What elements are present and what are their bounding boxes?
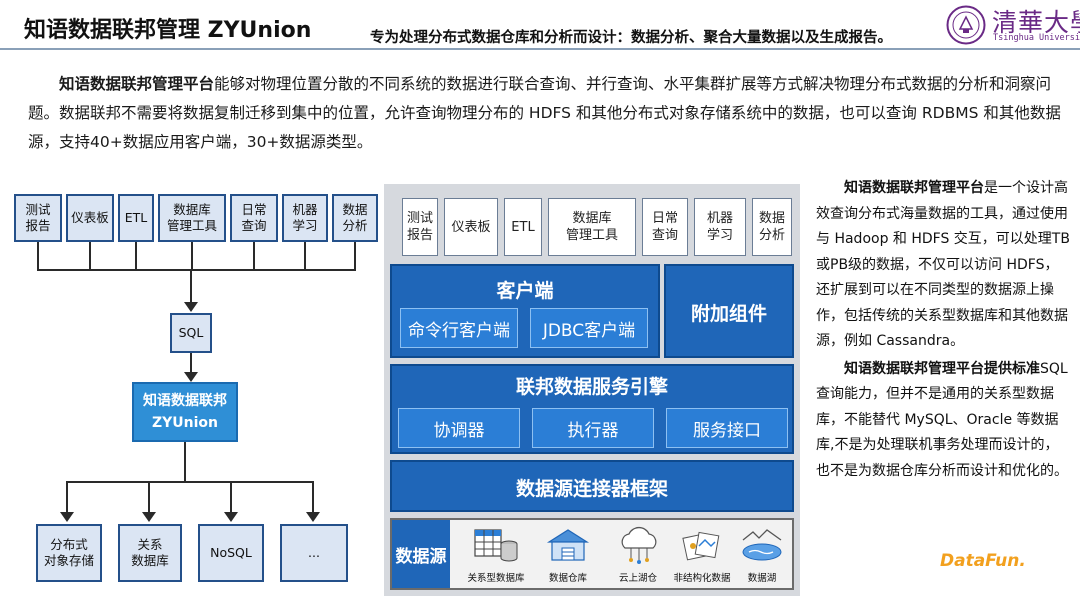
d1-box-dashboard: 仪表板 [66, 194, 114, 242]
logo-name-cn: 清華大學 [992, 8, 1080, 37]
intro-bold: 知语数据联邦管理平台 [59, 75, 215, 93]
d2-client-label: 客户端 [496, 280, 554, 302]
d2-datasource-label: 数据源 [392, 520, 450, 588]
d1-arrow-down-icon [184, 372, 198, 382]
d1-connector [37, 242, 39, 270]
d1-connector [89, 242, 91, 270]
d1-box-test-report: 测试 报告 [14, 194, 62, 242]
header-divider [0, 48, 1080, 50]
d1-bus-bottom [66, 481, 314, 483]
side-paragraph-2: 知语数据联邦管理平台提供标准SQL查询能力，但并不是通用的关系型数据库，不能替代… [816, 357, 1072, 485]
d1-connector [135, 242, 137, 270]
d2-coordinator: 协调器 [398, 408, 520, 448]
d1-connector [354, 242, 356, 270]
d1-connector [304, 242, 306, 270]
d2-box-etl: ETL [504, 198, 542, 256]
d1-connector [184, 442, 186, 482]
d2-box-test-report: 测试 报告 [402, 198, 438, 256]
d2-box-dashboard: 仪表板 [444, 198, 498, 256]
ds-name: 数据仓库 [548, 573, 587, 584]
intro-text: 能够对物理位置分散的不同系统的数据进行联合查询、并行查询、水平集群扩展等方式解决… [28, 75, 1061, 151]
d1-bus-top [37, 269, 356, 271]
d1-box-ml: 机器 学习 [282, 194, 328, 242]
d1-box-db-tools: 数据库 管理工具 [158, 194, 226, 242]
side-p1-text: 是一个设计高效查询分布式海量数据的工具，通过使用与 Hadoop 和 HDFS … [816, 180, 1070, 349]
ds-name: 云上湖仓 [618, 573, 657, 584]
page-title: 知语数据联邦管理 ZYUnion [24, 18, 312, 43]
d2-datasource-band: 数据源 关系型数据库 数据仓库 [390, 518, 794, 590]
architecture-diagram-left: 测试 报告 仪表板 ETL 数据库 管理工具 日常 查询 机器 学习 数据 分析… [0, 186, 380, 586]
data-lake-icon [742, 529, 782, 561]
d2-executor: 执行器 [532, 408, 654, 448]
d1-connector [148, 482, 150, 514]
logo-name-en: Tsinghua University [993, 33, 1080, 43]
d2-box-db-tools: 数据库 管理工具 [548, 198, 636, 256]
cloud-icon [621, 526, 657, 564]
d1-connector [190, 353, 192, 375]
d1-box-object-storage: 分布式 对象存储 [36, 524, 102, 582]
side-description: 知语数据联邦管理平台是一个设计高效查询分布式海量数据的工具，通过使用与 Hado… [816, 176, 1072, 484]
d1-box-sql: SQL [170, 313, 212, 353]
warehouse-icon [546, 529, 590, 561]
side-p2-text: SQL查询能力，但并不是通用的关系型数据库，不能替代 MySQL、Oracle … [816, 360, 1068, 479]
d1-arrow-down-icon [184, 302, 198, 312]
d1-box-etl: ETL [118, 194, 154, 242]
d2-addons-band: 附加组件 [664, 264, 794, 358]
ds-name: 非结构化数据 [673, 573, 731, 584]
datafun-watermark: DataFun. [940, 551, 1026, 571]
d2-service-api: 服务接口 [666, 408, 788, 448]
d1-arrow-down-icon [60, 512, 74, 522]
d1-connector [191, 242, 193, 270]
side-p1-bold: 知语数据联邦管理平台 [844, 180, 984, 196]
d1-arrow-down-icon [306, 512, 320, 522]
d1-core-line1: 知语数据联邦 [143, 393, 227, 409]
ds-data-warehouse: 数据仓库 [534, 524, 602, 586]
tsinghua-logo: 清華大學 Tsinghua University [946, 5, 1080, 47]
side-p2-bold: 知语数据联邦管理平台提供标准 [844, 360, 1040, 377]
d1-box-analysis: 数据 分析 [332, 194, 378, 242]
d2-box-ml: 机器 学习 [694, 198, 746, 256]
university-seal-icon [946, 5, 986, 45]
d1-connector [230, 482, 232, 514]
d2-connector-framework-label: 数据源连接器框架 [515, 478, 668, 500]
ds-data-lake: 数据湖 [728, 524, 796, 586]
intro-paragraph: 知语数据联邦管理平台能够对物理位置分散的不同系统的数据进行联合查询、并行查询、水… [28, 70, 1068, 157]
d2-addons-label: 附加组件 [690, 303, 767, 325]
d2-federation-engine-label: 联邦数据服务引擎 [515, 376, 668, 398]
d2-jdbc-client: JDBC客户端 [530, 308, 648, 348]
d1-connector [190, 270, 192, 310]
d1-connector [253, 242, 255, 270]
ds-unstructured: 非结构化数据 [668, 524, 736, 586]
table-database-icon [474, 529, 518, 562]
d1-box-more: ... [280, 524, 348, 582]
page-subtitle: 专为处理分布式数据仓库和分析而设计：数据分析、聚合大量数据以及生成报告。 [370, 30, 892, 46]
ds-name: 数据湖 [747, 573, 777, 584]
d2-box-daily-query: 日常 查询 [642, 198, 688, 256]
d1-core-line2: ZYUnion [151, 415, 218, 431]
d1-box-nosql: NoSQL [198, 524, 264, 582]
d1-core-zyunion: 知语数据联邦 ZYUnion [132, 382, 238, 442]
d1-arrow-down-icon [142, 512, 156, 522]
ds-relational-db: 关系型数据库 [462, 524, 530, 586]
ds-name: 关系型数据库 [467, 573, 525, 584]
d1-box-daily-query: 日常 查询 [230, 194, 278, 242]
ds-cloud-lakehouse: 云上湖仓 [604, 524, 672, 586]
d1-connector [312, 482, 314, 514]
d1-arrow-down-icon [224, 512, 238, 522]
d2-cli-client: 命令行客户端 [400, 308, 518, 348]
side-paragraph-1: 知语数据联邦管理平台是一个设计高效查询分布式海量数据的工具，通过使用与 Hado… [816, 176, 1072, 355]
d2-connector-framework-band: 数据源连接器框架 [390, 460, 794, 512]
documents-icon [682, 531, 720, 561]
d1-box-relational-db: 关系 数据库 [118, 524, 182, 582]
d2-box-analysis: 数据 分析 [752, 198, 792, 256]
architecture-diagram-stack: 测试 报告 仪表板 ETL 数据库 管理工具 日常 查询 机器 学习 数据 分析… [384, 184, 800, 596]
d1-connector [66, 482, 68, 514]
